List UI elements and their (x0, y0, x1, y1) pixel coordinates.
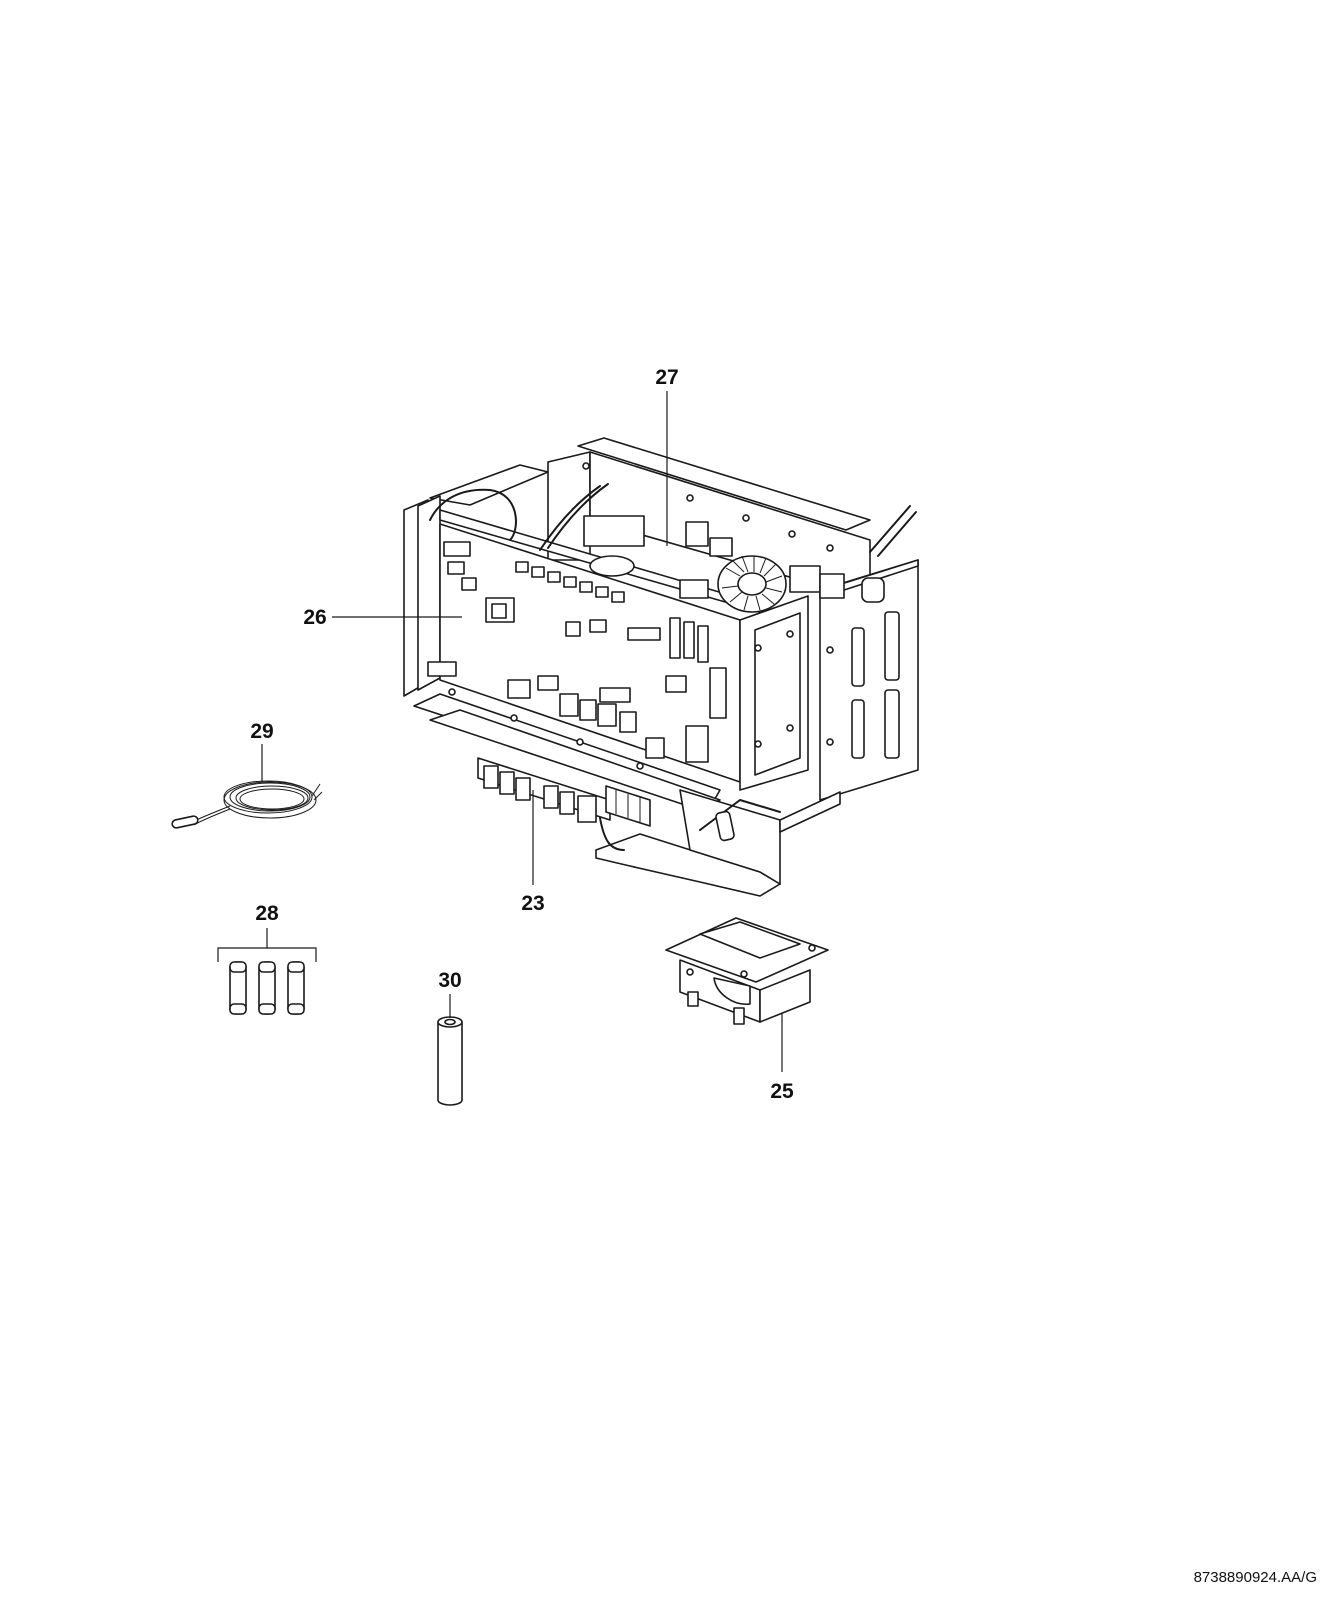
callout-30: 30 (438, 969, 461, 992)
fuse-icon (229, 961, 247, 1015)
callout-27: 27 (655, 366, 678, 389)
temperature-sensor-icon (171, 780, 323, 829)
transformer-icon (665, 917, 829, 1025)
callout-28: 28 (255, 902, 279, 925)
document-id: 8738890924.AA/G (1193, 1569, 1317, 1586)
connector-strip (515, 561, 625, 603)
terminal-block-row (477, 757, 651, 851)
toroid-coil-icon (717, 555, 787, 613)
callout-29: 29 (250, 720, 273, 743)
fuse-icon (287, 961, 305, 1015)
fuse-set-icon (217, 928, 317, 1015)
callout-25: 25 (770, 1080, 794, 1103)
ferrite-core-icon (437, 1016, 463, 1106)
fuse-icon (258, 961, 276, 1015)
callout-23: 23 (521, 892, 544, 915)
callout-26: 26 (303, 606, 326, 629)
control-box-assembly (403, 437, 919, 897)
